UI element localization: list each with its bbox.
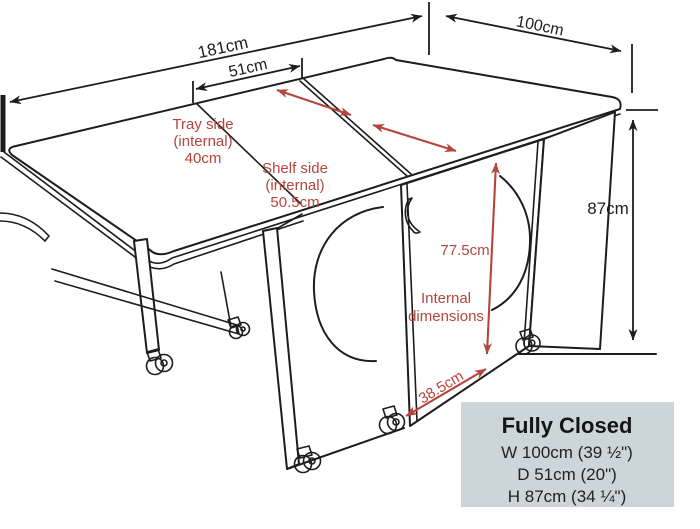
info-box: Fully Closed W 100cm (39 ½") D 51cm (20"…	[461, 402, 674, 507]
shelf-cabinet-bottom-edge	[286, 427, 405, 470]
svg-text:40cm: 40cm	[185, 150, 222, 167]
shelf-cabinet-swing-arc	[312, 206, 384, 363]
shelf-arrow	[372, 123, 457, 153]
svg-text:(internal): (internal)	[173, 133, 232, 150]
dim-181-line	[9, 13, 423, 105]
dim-51-line	[195, 63, 301, 92]
center-panel-top-connector	[277, 213, 303, 229]
shelf-label: Shelf side (internal) 50.5cm	[262, 160, 328, 211]
svg-text:(internal): (internal)	[265, 177, 324, 194]
dim-87-label: 87cm	[587, 199, 629, 218]
info-box-row-height: H 87cm (34 ¼")	[508, 487, 626, 506]
center-support-panel	[262, 227, 300, 470]
internal-height-label: 77.5cm	[440, 242, 489, 259]
internal-height-arrow	[483, 162, 500, 355]
caster-center-panel	[293, 445, 322, 474]
dim-100-line	[445, 13, 622, 54]
tray-arrow	[276, 89, 352, 116]
svg-text:Shelf side: Shelf side	[262, 160, 328, 177]
leaf-support-bracket	[0, 212, 50, 242]
info-box-title: Fully Closed	[502, 413, 633, 438]
table-drawing	[0, 56, 657, 474]
caster-mid-rail	[227, 316, 251, 340]
svg-text:Tray side: Tray side	[172, 116, 233, 133]
cabinet-front-face	[400, 138, 545, 427]
cabinet-side-face	[528, 111, 616, 350]
internal-depth-arrow	[405, 368, 487, 417]
door-handle	[404, 197, 421, 234]
tray-label: Tray side (internal) 40cm	[172, 116, 233, 167]
info-box-row-depth: D 51cm (20")	[517, 465, 617, 484]
caster-gate-leg	[145, 348, 174, 376]
gate-leg-panel	[133, 238, 160, 354]
cabinet-swing-arc	[491, 175, 532, 311]
svg-text:50.5cm: 50.5cm	[270, 194, 319, 211]
gate-leg-rails	[51, 268, 240, 335]
caster-cabinet-left	[378, 405, 406, 435]
info-box-background	[461, 402, 674, 507]
internal-dimensions-caption: Internal dimensions	[408, 290, 484, 325]
fold-line-left	[196, 103, 302, 205]
caster-cabinet-right	[515, 328, 541, 355]
svg-text:dimensions: dimensions	[408, 308, 484, 325]
info-box-row-width: W 100cm (39 ½")	[501, 443, 633, 462]
svg-text:Internal: Internal	[421, 290, 471, 307]
